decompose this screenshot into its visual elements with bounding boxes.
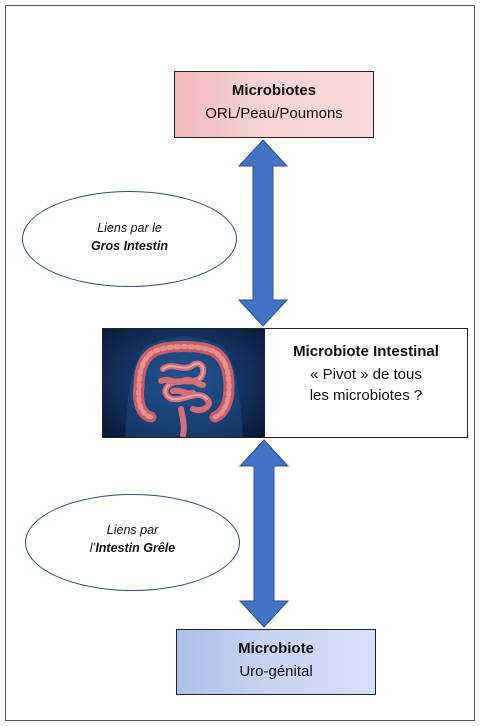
middle-box-title: Microbiote Intestinal — [293, 343, 439, 360]
intestine-illustration — [103, 329, 265, 437]
ellipse-bottom-prefix: l’ — [89, 541, 96, 555]
microbiote-intestinal-box: Microbiote Intestinal « Pivot » de tous … — [102, 328, 468, 438]
middle-box-text: Microbiote Intestinal « Pivot » de tous … — [265, 329, 467, 451]
microbiotes-orl-box: Microbiotes ORL/Peau/Poumons — [174, 71, 374, 138]
microbiote-uro-genital-box: Microbiote Uro-génital — [176, 629, 376, 695]
ellipse-bottom-line2: Intestin Grêle — [95, 541, 176, 555]
ellipse-intestin-grele: Liens par l’Intestin Grêle — [25, 494, 240, 591]
ellipse-bottom-line1: Liens par — [106, 523, 159, 537]
top-box-subtitle: ORL/Peau/Poumons — [205, 105, 343, 122]
ellipse-gros-intestin: Liens par le Gros Intestin — [22, 191, 237, 287]
bottom-box-subtitle: Uro-génital — [239, 663, 313, 680]
middle-box-line1: « Pivot » de tous — [310, 366, 422, 383]
top-box-title: Microbiotes — [231, 82, 317, 99]
middle-box-line2: les microbiotes ? — [309, 387, 423, 404]
double-arrow-bottom — [238, 439, 290, 628]
ellipse-top-line2: Gros Intestin — [90, 239, 169, 253]
ellipse-top-line1: Liens par le — [97, 221, 162, 235]
bottom-box-title: Microbiote — [238, 640, 314, 657]
double-arrow-top — [237, 139, 289, 327]
